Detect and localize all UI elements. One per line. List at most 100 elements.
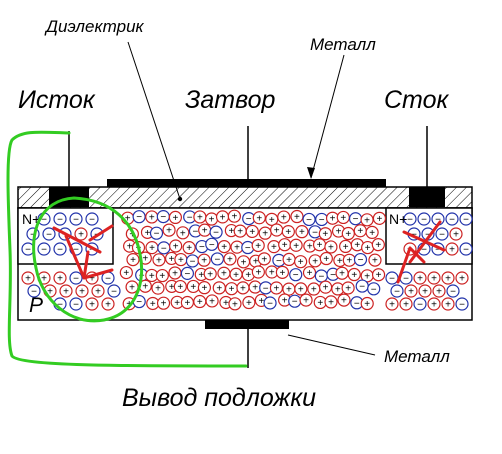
hole-carrier: + xyxy=(205,212,219,226)
electron-carrier: − xyxy=(455,297,469,311)
svg-text:−: − xyxy=(184,269,190,280)
hole-carrier: + xyxy=(319,251,333,266)
electron-carrier: − xyxy=(241,240,255,255)
hole-carrier: + xyxy=(217,240,231,254)
svg-text:+: + xyxy=(245,270,251,281)
svg-text:−: − xyxy=(450,287,456,298)
svg-text:+: + xyxy=(341,296,347,307)
substrate-metal xyxy=(205,320,289,329)
svg-text:+: + xyxy=(232,299,238,310)
hole-carrier: + xyxy=(151,281,165,295)
dielectric-leader-dot xyxy=(177,196,183,202)
hole-carrier: + xyxy=(205,294,219,308)
svg-text:−: − xyxy=(267,298,273,309)
svg-text:−: − xyxy=(57,300,63,311)
svg-text:+: + xyxy=(403,300,409,311)
electron-carrier: − xyxy=(107,284,121,298)
svg-text:−: − xyxy=(187,212,193,223)
svg-text:+: + xyxy=(41,274,47,285)
electron-carrier: − xyxy=(435,227,449,241)
hole-carrier: + xyxy=(335,266,349,280)
svg-text:+: + xyxy=(234,243,240,254)
svg-text:+: + xyxy=(376,270,382,281)
svg-text:+: + xyxy=(357,226,363,237)
svg-text:+: + xyxy=(345,229,351,240)
svg-text:+: + xyxy=(105,300,111,311)
svg-text:+: + xyxy=(25,274,31,285)
hole-carrier: + xyxy=(251,265,265,279)
hole-carrier: + xyxy=(372,211,387,225)
svg-text:+: + xyxy=(345,283,351,294)
svg-text:+: + xyxy=(274,226,280,237)
metal-top-arrowhead xyxy=(307,167,315,179)
hole-carrier: + xyxy=(399,297,413,311)
svg-text:+: + xyxy=(312,256,318,267)
svg-text:+: + xyxy=(377,214,383,225)
hole-carrier: + xyxy=(197,281,212,295)
svg-text:+: + xyxy=(229,284,235,295)
electron-carrier: − xyxy=(27,284,41,298)
svg-text:−: − xyxy=(292,297,298,308)
svg-text:+: + xyxy=(190,282,196,293)
svg-text:+: + xyxy=(317,240,323,251)
hole-carrier: + xyxy=(270,223,284,237)
hole-carrier: + xyxy=(170,295,184,309)
svg-text:+: + xyxy=(364,271,370,282)
hole-carrier: + xyxy=(245,224,259,239)
hole-carrier: + xyxy=(85,297,99,311)
svg-text:+: + xyxy=(47,287,53,298)
red-mark-drain xyxy=(396,220,446,284)
svg-text:−: − xyxy=(330,270,336,281)
hole-carrier: + xyxy=(242,295,256,310)
hole-carrier: + xyxy=(193,294,207,309)
hole-carrier: + xyxy=(350,238,364,252)
electron-carrier: − xyxy=(367,282,381,296)
svg-text:+: + xyxy=(149,271,155,282)
svg-text:+: + xyxy=(269,215,275,226)
hole-carrier: + xyxy=(197,253,211,267)
svg-text:+: + xyxy=(161,299,167,310)
hole-carrier: + xyxy=(91,284,105,298)
svg-text:+: + xyxy=(198,270,204,281)
svg-text:−: − xyxy=(89,215,95,226)
svg-text:−: − xyxy=(214,254,220,265)
svg-text:+: + xyxy=(343,242,349,253)
green-circle-annotation xyxy=(32,196,144,323)
svg-text:+: + xyxy=(172,268,178,279)
hole-carrier: + xyxy=(236,281,250,295)
svg-text:+: + xyxy=(282,240,288,251)
svg-text:+: + xyxy=(150,299,156,310)
svg-text:+: + xyxy=(223,298,229,309)
electron-carrier: − xyxy=(385,271,399,285)
hole-carrier: + xyxy=(224,282,239,296)
svg-text:−: − xyxy=(41,215,47,226)
electron-carrier: − xyxy=(353,252,368,267)
svg-text:+: + xyxy=(172,213,178,224)
svg-text:−: − xyxy=(435,215,441,226)
svg-text:−: − xyxy=(73,274,79,285)
svg-text:+: + xyxy=(184,298,190,309)
svg-text:+: + xyxy=(227,254,233,265)
substrate-terminal-label: Вывод подложки xyxy=(122,384,316,412)
svg-text:−: − xyxy=(293,270,299,281)
svg-text:+: + xyxy=(129,282,135,293)
hole-carrier: + xyxy=(324,295,338,309)
hole-carrier: + xyxy=(269,281,284,295)
electron-carrier: − xyxy=(413,297,427,311)
hole-carrier: + xyxy=(307,282,321,296)
hole-carrier: + xyxy=(295,225,309,239)
hole-carrier: + xyxy=(217,266,231,280)
svg-text:+: + xyxy=(228,226,234,237)
svg-text:+: + xyxy=(449,245,455,256)
electron-carrier: − xyxy=(69,271,83,285)
svg-text:+: + xyxy=(311,285,317,296)
svg-text:+: + xyxy=(63,287,69,298)
svg-text:+: + xyxy=(209,296,215,307)
svg-text:−: − xyxy=(213,228,219,239)
svg-text:+: + xyxy=(436,287,442,298)
hole-carrier: + xyxy=(74,227,88,241)
svg-text:+: + xyxy=(246,298,252,309)
hole-carrier: + xyxy=(347,267,361,282)
electron-carrier: − xyxy=(403,212,417,226)
svg-text:−: − xyxy=(154,229,160,240)
